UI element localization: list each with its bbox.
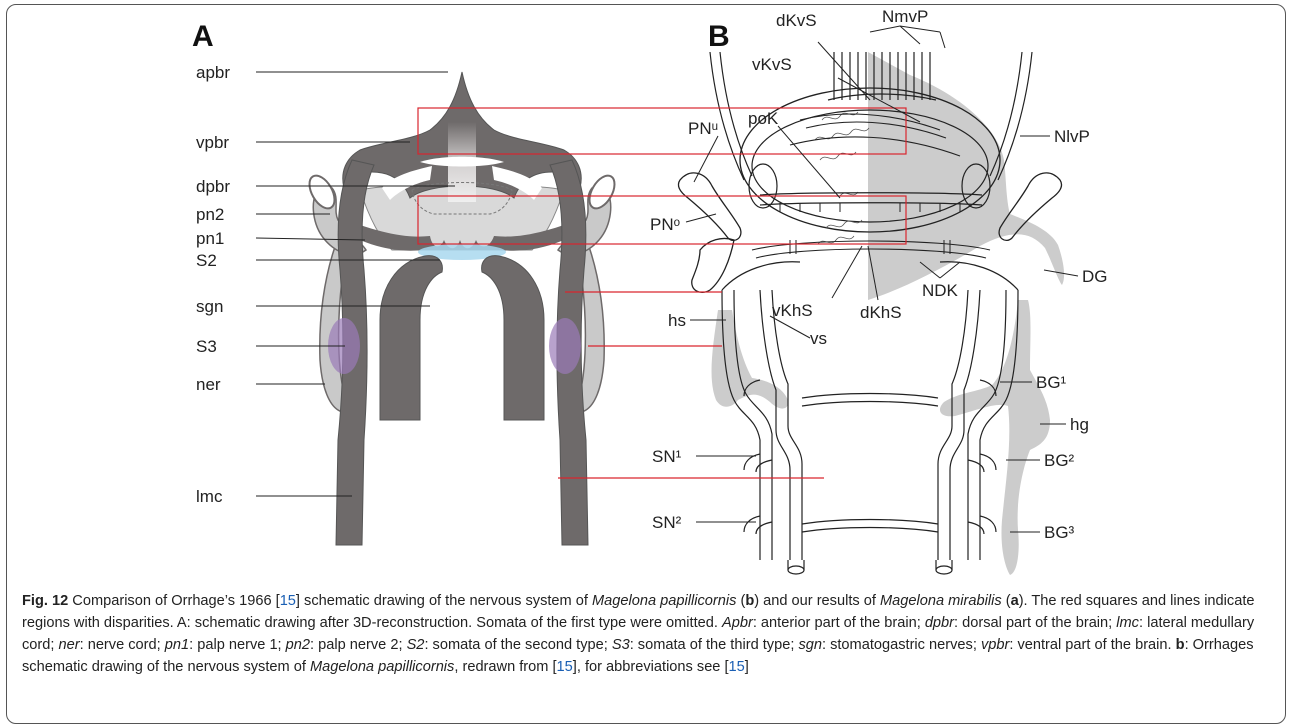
label-sn1: SN¹ xyxy=(652,447,682,466)
caption-text: : somata of the third type; xyxy=(630,637,799,653)
label-pn1: pn1 xyxy=(196,229,224,248)
caption-ref-link[interactable]: 15 xyxy=(280,593,296,609)
label-bg1: BG¹ xyxy=(1036,373,1067,392)
label-pnu: PNᵘ xyxy=(688,119,718,138)
caption-text: : palp nerve 1; xyxy=(189,637,286,653)
label-dg: DG xyxy=(1082,267,1108,286)
label-pno: PNᵒ xyxy=(650,215,680,234)
caption-text: ] xyxy=(745,659,749,675)
transverse-commissure-2 xyxy=(802,520,938,533)
caption-text: : nerve cord; xyxy=(80,637,165,653)
cord-end-left xyxy=(788,566,804,574)
label-sgn: sgn xyxy=(196,297,223,316)
stomatogastric-nerve-right xyxy=(482,256,544,420)
caption-text: , redrawn from [ xyxy=(454,659,556,675)
caption-term: sgn xyxy=(798,637,822,653)
caption-term: Apbr xyxy=(722,615,753,631)
caption-text: : somata of the second type; xyxy=(424,637,611,653)
caption-text: Comparison of Orrhage’s 1966 [ xyxy=(68,593,279,609)
label-dkhs: dKhS xyxy=(860,303,902,322)
label-hs: hs xyxy=(668,311,686,330)
caption-panel-ref: a xyxy=(1011,593,1019,609)
somata-s3-right xyxy=(549,318,581,374)
cord-end-right xyxy=(936,566,952,574)
caption-text: ], for abbreviations see [ xyxy=(573,659,729,675)
panel-a-letter: A xyxy=(192,20,214,53)
caption-term: lmc xyxy=(1116,615,1139,631)
caption-term: S2 xyxy=(407,637,425,653)
caption-ref-link[interactable]: 15 xyxy=(729,659,745,675)
label-hg: hg xyxy=(1070,415,1089,434)
caption-text: : dorsal part of the brain; xyxy=(954,615,1116,631)
caption-term: pn1 xyxy=(165,637,189,653)
caption-species: Magelona papillicornis xyxy=(310,659,454,675)
figure-canvas: A apbr vpbr dpbr pn2 pn1 S2 sgn S3 ner l… xyxy=(0,0,1293,590)
cord-end-lines xyxy=(788,560,952,570)
caption-text: ( xyxy=(1002,593,1011,609)
caption-text: ( xyxy=(736,593,745,609)
nerve-cord-vs-right xyxy=(938,290,980,560)
caption-term: S3 xyxy=(612,637,630,653)
label-bg3: BG³ xyxy=(1044,523,1075,542)
label-apbr: apbr xyxy=(196,63,230,82)
caption-term: ner xyxy=(59,637,80,653)
caption-text: ] schematic drawing of the nervous syste… xyxy=(296,593,592,609)
label-vkhs: vKhS xyxy=(772,301,813,320)
stomatogastric-nerve-left xyxy=(380,256,442,420)
label-pok: poK xyxy=(748,109,779,128)
caption-panel-ref: b xyxy=(1176,637,1185,653)
caption-term: pn2 xyxy=(286,637,310,653)
label-nlvp: NlvP xyxy=(1054,127,1090,146)
label-pn2: pn2 xyxy=(196,205,224,224)
caption-text: : palp nerve 2; xyxy=(310,637,407,653)
caption-panel-ref: b xyxy=(745,593,754,609)
caption-term: dpbr xyxy=(925,615,954,631)
transverse-commissure-1 xyxy=(802,394,938,407)
nerve-nlvp-left xyxy=(710,52,752,180)
label-vpbr: vpbr xyxy=(196,133,229,152)
label-bg2: BG² xyxy=(1044,451,1075,470)
panel-a-drawing xyxy=(304,72,619,545)
label-s2: S2 xyxy=(196,251,217,270)
label-dkvs: dKvS xyxy=(776,11,817,30)
panel-b-letter: B xyxy=(708,20,730,53)
label-vs: vs xyxy=(810,329,827,348)
label-ndk: NDK xyxy=(922,281,959,300)
label-ner: ner xyxy=(196,375,221,394)
nerve-nlvp-right xyxy=(990,52,1032,180)
label-lmc: lmc xyxy=(196,487,223,506)
caption-text: : anterior part of the brain; xyxy=(753,615,925,631)
label-vkvs: vKvS xyxy=(752,55,792,74)
caption-fig-number: Fig. 12 xyxy=(22,593,68,609)
label-dpbr: dpbr xyxy=(196,177,230,196)
label-nmvp: NmvP xyxy=(882,7,928,26)
caption-text: ) and our results of xyxy=(754,593,880,609)
palp-nerve-pnu xyxy=(678,173,740,240)
shade-hg xyxy=(940,300,1050,575)
figure-caption: Fig. 12 Comparison of Orrhage’s 1966 [15… xyxy=(22,590,1272,678)
label-sn2: SN² xyxy=(652,513,682,532)
caption-text: : stomatogastric nerves; xyxy=(822,637,981,653)
label-s3: S3 xyxy=(196,337,217,356)
caption-text: : ventral part of the brain. xyxy=(1009,637,1175,653)
caption-term: vpbr xyxy=(981,637,1009,653)
caption-ref-link[interactable]: 15 xyxy=(557,659,573,675)
caption-species: Magelona papillicornis xyxy=(592,593,736,609)
caption-species: Magelona mirabilis xyxy=(880,593,1002,609)
